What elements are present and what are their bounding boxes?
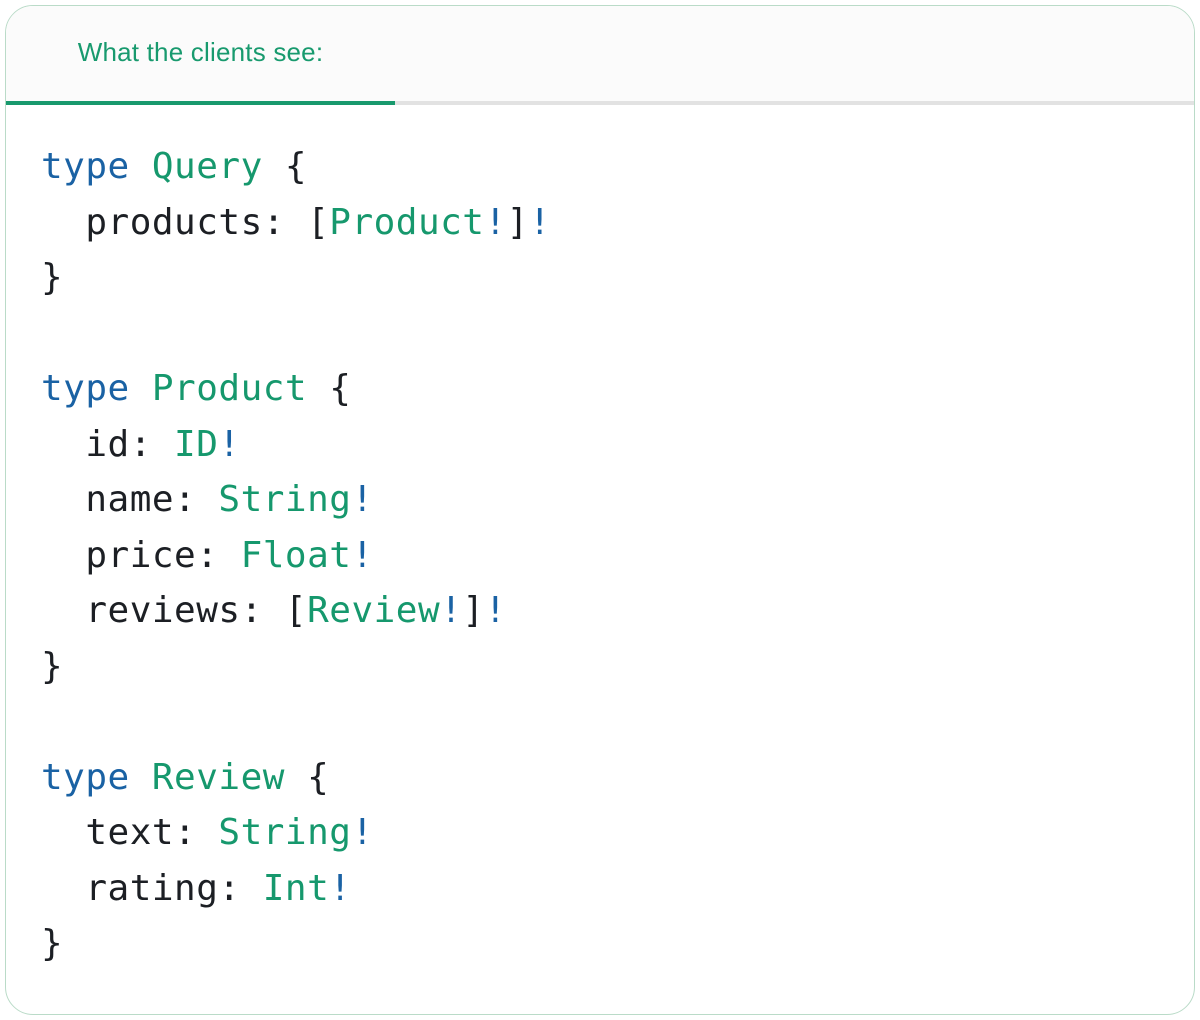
code-line: type Review { (41, 750, 1164, 806)
code-line: rating: Int! (41, 861, 1164, 917)
code-token: ! (351, 479, 374, 520)
code-token: type (41, 146, 152, 187)
code-line: price: Float! (41, 528, 1164, 584)
code-token: ! (440, 590, 463, 631)
code-token: } (41, 257, 64, 298)
code-line: } (41, 250, 1164, 306)
code-token: ! (528, 201, 552, 243)
code-token: { (284, 146, 308, 187)
code-panel-card: What the clients see: type Query { produ… (5, 5, 1195, 1015)
code-token: products: [ (41, 201, 330, 243)
code-token: ! (351, 534, 374, 576)
code-line: products: [Product!]! (41, 195, 1164, 251)
active-tab-underline (6, 101, 395, 105)
code-token: Float (240, 534, 352, 576)
code-line (41, 694, 1164, 750)
code-token: String (218, 812, 352, 853)
code-token: ] (506, 201, 529, 243)
tab-bar-divider (6, 101, 1194, 105)
code-line: text: String! (41, 805, 1164, 861)
code-token: ! (329, 867, 352, 909)
code-token: reviews: [ (41, 590, 308, 631)
code-line: type Query { (41, 139, 1164, 195)
code-token: Review (307, 590, 441, 631)
code-token: Product (151, 368, 330, 409)
code-token: } (41, 923, 64, 964)
code-token: text: (41, 812, 219, 853)
code-token: name: (41, 479, 219, 520)
tab-label: What the clients see: (77, 37, 324, 67)
code-line: id: ID! (41, 417, 1164, 473)
code-line: name: String! (41, 472, 1164, 528)
code-token: type (41, 368, 152, 409)
code-token: Int (262, 867, 330, 909)
code-token: type (41, 756, 152, 798)
code-token: Review (151, 756, 308, 798)
code-token: ] (462, 590, 485, 631)
code-token: Query (151, 146, 285, 187)
code-token: String (218, 479, 352, 520)
tab-what-clients-see[interactable]: What the clients see: (6, 6, 395, 105)
code-token: ID (174, 423, 219, 465)
code-token: price: (41, 534, 241, 576)
code-token: { (307, 756, 330, 798)
code-token: { (329, 368, 352, 409)
code-line: } (41, 916, 1164, 972)
code-line: } (41, 639, 1164, 695)
code-line: type Product { (41, 361, 1164, 417)
code-token: ! (218, 423, 241, 465)
code-token: id: (41, 423, 175, 465)
code-line (41, 306, 1164, 362)
code-token: Product (329, 201, 485, 243)
code-token: rating: (41, 867, 263, 909)
code-token: ! (351, 812, 374, 853)
code-block: type Query { products: [Product!]!} type… (6, 105, 1194, 1012)
code-token: ! (484, 590, 507, 631)
code-token: } (41, 645, 64, 687)
code-line: reviews: [Review!]! (41, 583, 1164, 639)
code-token: ! (484, 201, 507, 243)
tab-bar: What the clients see: (6, 6, 1194, 105)
